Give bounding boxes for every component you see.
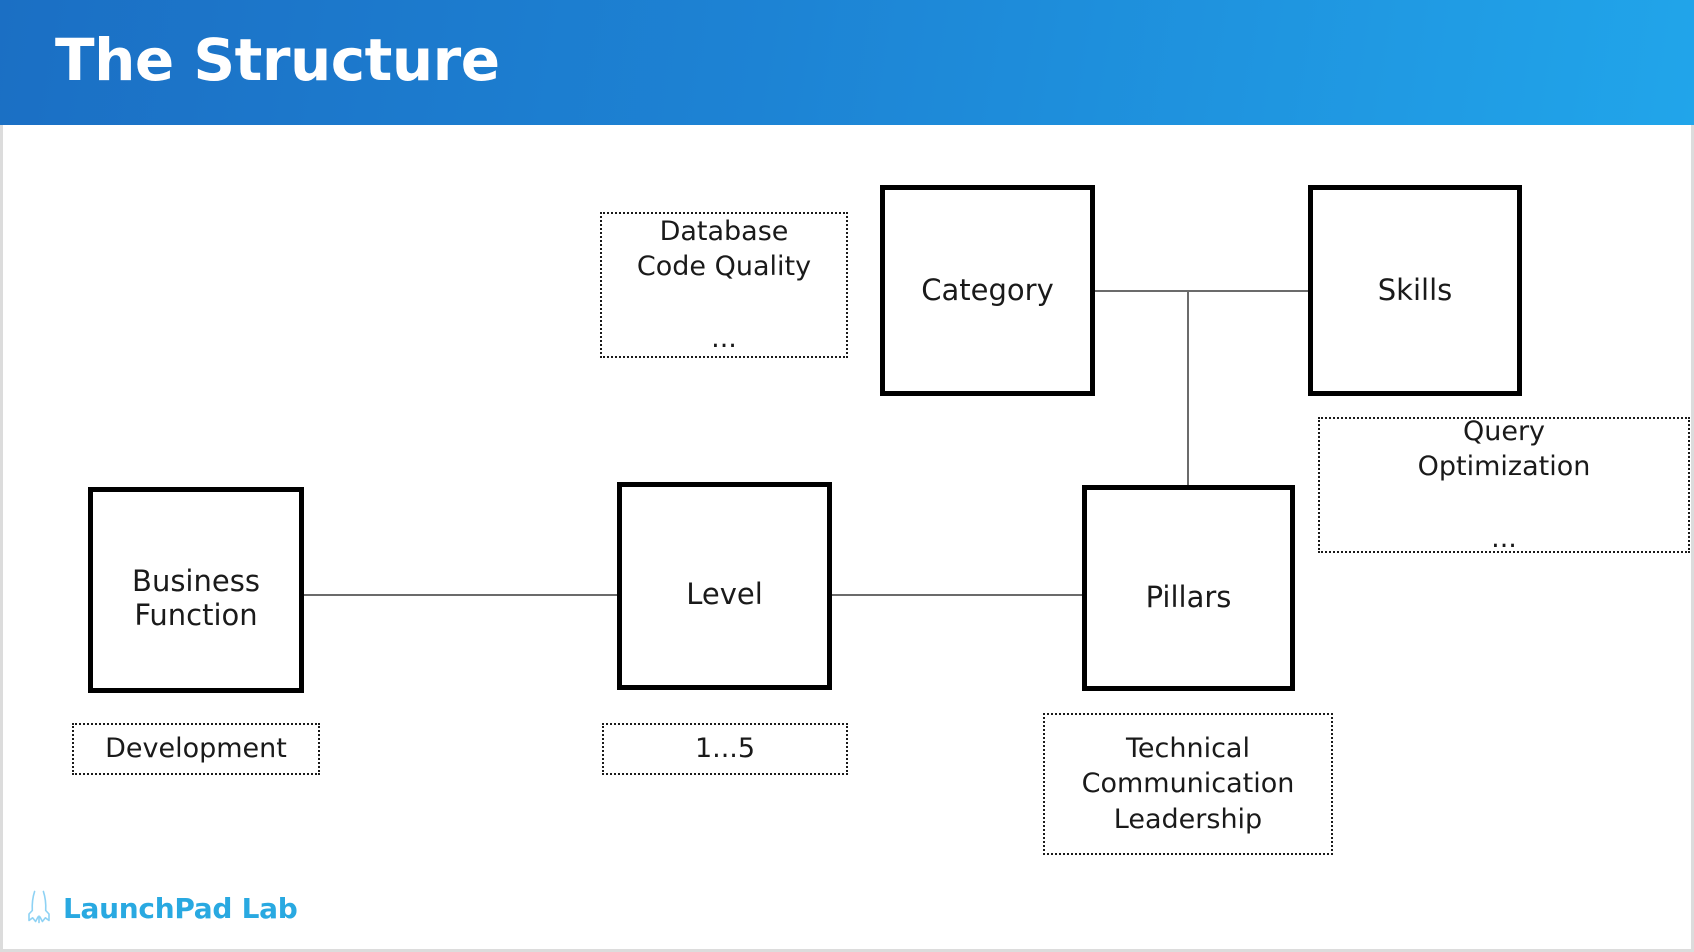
page-title: The Structure bbox=[55, 26, 500, 94]
connector-business-function-to-level bbox=[300, 594, 622, 596]
connector-level-to-pillars bbox=[828, 594, 1086, 596]
note-label-skills-examples: Query Optimization ... bbox=[1417, 415, 1591, 554]
note-box-pillars-examples: Technical Communication Leadership bbox=[1043, 713, 1333, 855]
note-box-level-examples: 1...5 bbox=[602, 723, 848, 775]
connector-category-to-skills bbox=[1091, 290, 1312, 292]
entity-label-business-function: Business Function bbox=[132, 564, 260, 633]
entity-box-level[interactable]: Level bbox=[617, 482, 832, 690]
entity-label-skills: Skills bbox=[1377, 273, 1453, 308]
entity-label-level: Level bbox=[686, 577, 763, 611]
note-label-business-function-examples: Development bbox=[105, 733, 287, 765]
entity-label-pillars: Pillars bbox=[1145, 580, 1232, 614]
note-label-category-examples: Database Code Quality ... bbox=[636, 215, 812, 354]
entity-box-business-function[interactable]: Business Function bbox=[88, 487, 304, 693]
rocket-icon bbox=[28, 890, 50, 924]
logo-text: LaunchPad Lab bbox=[63, 891, 298, 925]
note-label-pillars-examples: Technical Communication Leadership bbox=[1081, 732, 1295, 835]
note-box-skills-examples: Query Optimization ... bbox=[1318, 416, 1690, 554]
slide-header: The Structure bbox=[0, 0, 1694, 125]
note-box-business-function-examples: Development bbox=[72, 723, 320, 775]
entity-box-pillars[interactable]: Pillars bbox=[1082, 485, 1295, 691]
entity-box-skills[interactable]: Skills bbox=[1308, 185, 1522, 396]
entity-box-category[interactable]: Category bbox=[880, 185, 1095, 396]
note-label-level-examples: 1...5 bbox=[694, 733, 756, 765]
note-box-category-examples: Database Code Quality ... bbox=[600, 212, 848, 358]
entity-label-category: Category bbox=[921, 273, 1054, 308]
connector-category-skills-to-pillars bbox=[1187, 290, 1189, 490]
launchpad-lab-logo: LaunchPad Lab bbox=[22, 888, 298, 928]
